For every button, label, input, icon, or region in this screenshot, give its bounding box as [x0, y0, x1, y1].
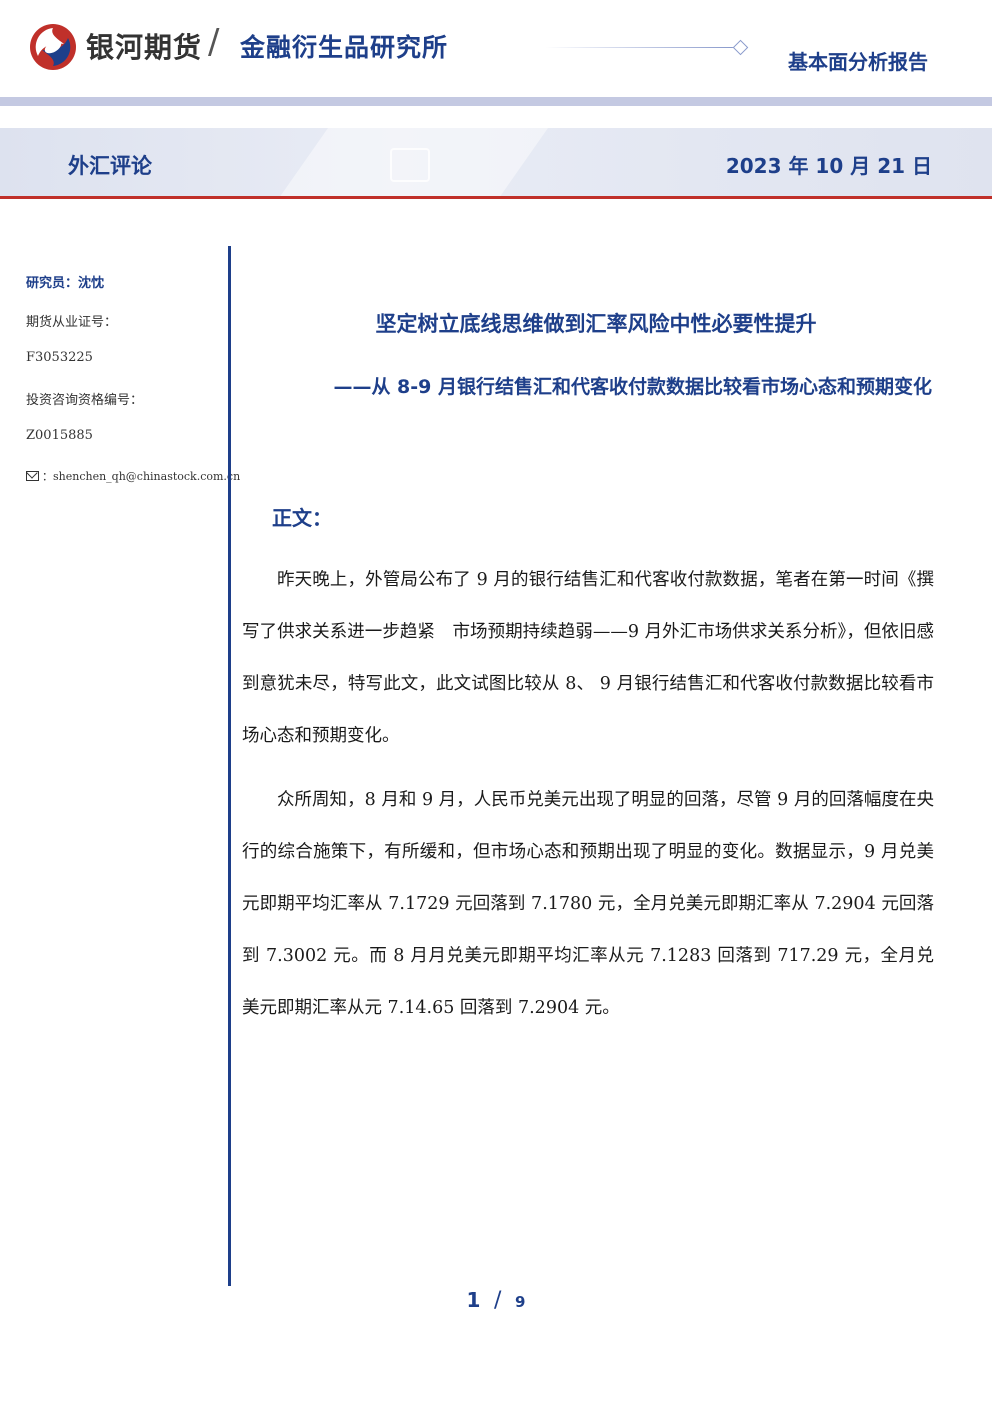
section-heading: 正文：	[272, 506, 332, 530]
article-title: 坚定树立底线思维做到汇率风险中性必要性提升	[375, 312, 817, 336]
diamond-icon	[732, 39, 749, 56]
header-red-rule	[0, 196, 992, 199]
band-decor-frame	[390, 148, 430, 182]
consult-label: 投资咨询资格编号：	[26, 393, 144, 408]
researcher-name: 研究员：沈忱	[26, 276, 105, 291]
brand-separator: /	[208, 22, 220, 62]
sidebar-divider	[228, 246, 231, 1286]
page-current: 1	[466, 1288, 481, 1312]
license-number: F3053225	[26, 350, 93, 365]
report-category: 外汇评论	[68, 154, 152, 178]
article-subtitle: ——从 8-9 月银行结售汇和代客收付款数据比较看市场心态和预期变化	[333, 376, 932, 398]
report-date: 2023 年 10 月 21 日	[725, 154, 932, 178]
institute-name: 金融衍生品研究所	[240, 33, 449, 62]
page-total: 9	[515, 1293, 526, 1311]
license-label: 期货从业证号：	[26, 315, 118, 330]
page-number: 1 / 9	[0, 1288, 992, 1313]
body-paragraph: 众所周知，8 月和 9 月，人民币兑美元出现了明显的回落，尽管 9 月的回落幅度…	[242, 790, 934, 1018]
email-text[interactable]: ：shenchen_qh@chinastock.com.cn	[42, 470, 241, 483]
body-paragraph: 昨天晚上，外管局公布了 9 月的银行结售汇和代客收付款数据，笔者在第一时间《撰写…	[242, 570, 934, 746]
author-email[interactable]: ：shenchen_qh@chinastock.com.cn	[26, 468, 240, 484]
envelope-icon	[26, 471, 39, 481]
header-decor-line	[545, 47, 733, 48]
page-separator: /	[494, 1288, 502, 1313]
brand-name: 银河期货	[86, 31, 203, 64]
consult-number: Z0015885	[26, 428, 93, 443]
header-band	[0, 97, 992, 106]
category-band	[0, 128, 992, 196]
galaxy-logo-icon	[30, 24, 76, 70]
report-type: 基本面分析报告	[788, 50, 928, 74]
page-header: 银河期货 / 金融衍生品研究所 基本面分析报告	[0, 0, 992, 97]
